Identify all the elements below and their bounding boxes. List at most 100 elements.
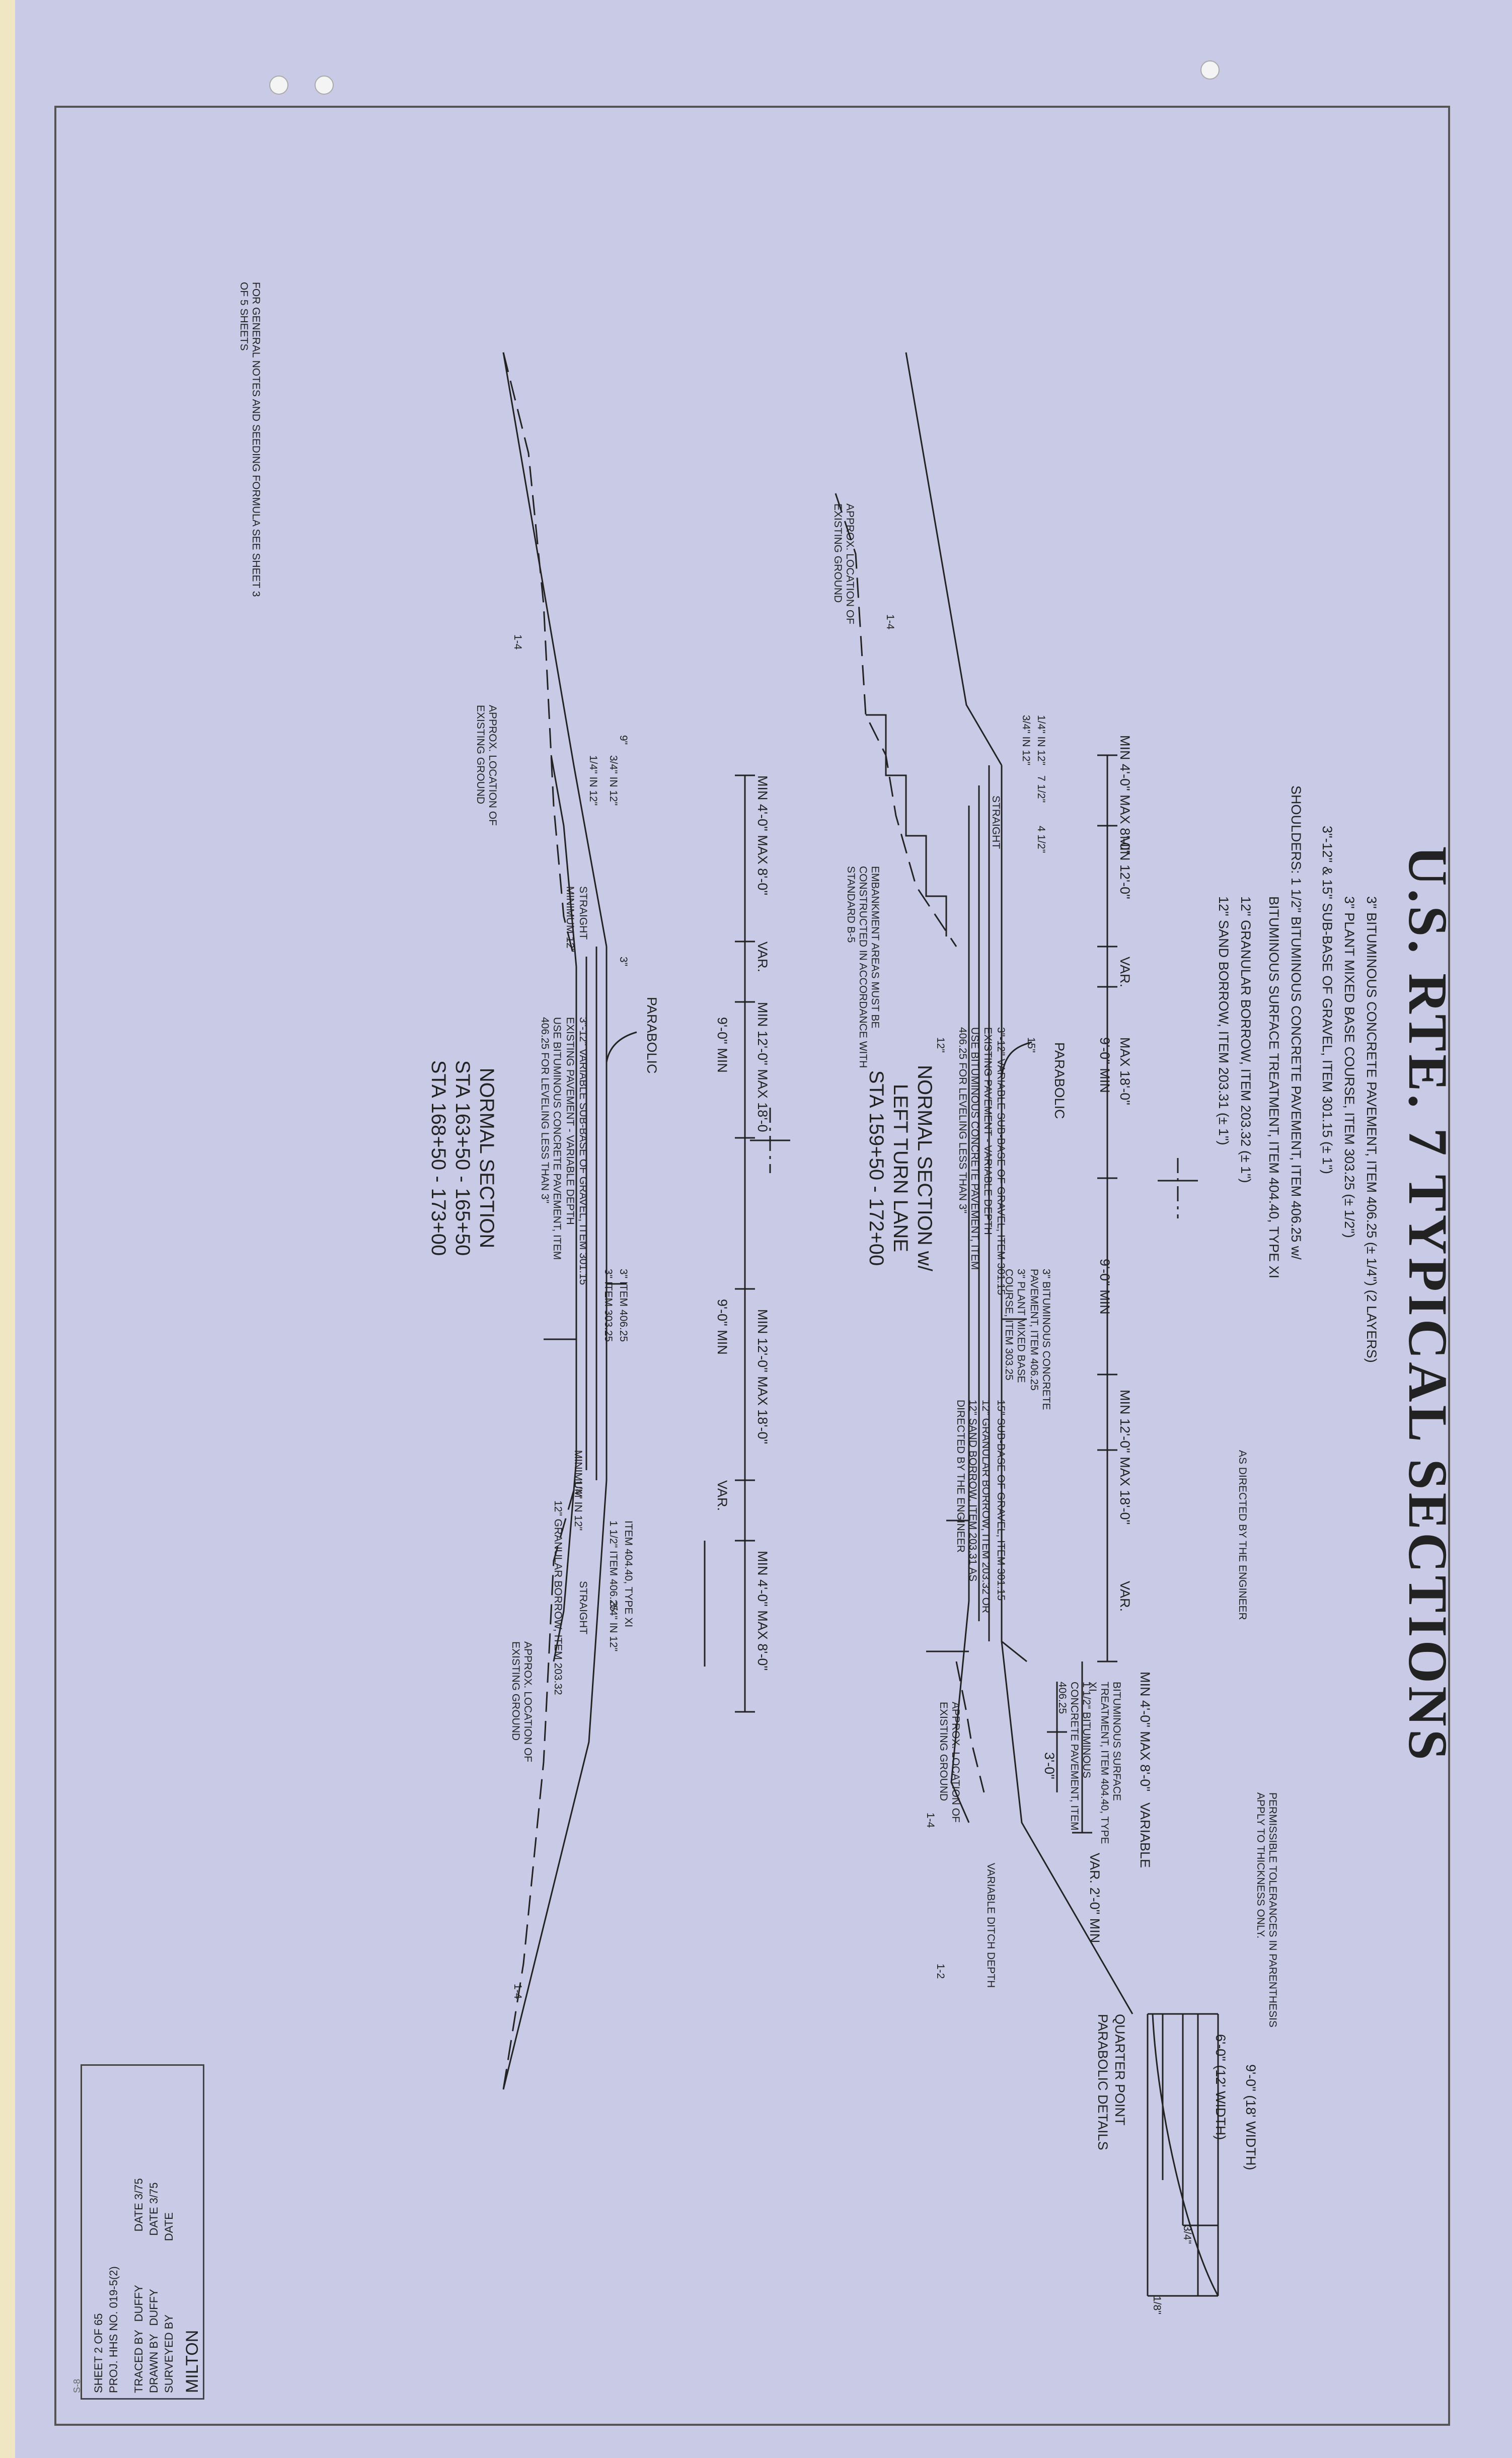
pavement-note: 3" PLANT MIXED BASE COURSE, ITEM 303.25 … [1342,896,1357,1238]
project-number: PROJ. HHS NO. 019-5(2) [107,2266,120,2393]
ditch-depth-note: VARIABLE DITCH DEPTH [985,1863,997,1988]
slope-ratio: 1-4 [884,614,896,630]
section-caption: STA 159+50 - 172+00 [865,1070,887,1266]
section-caption: NORMAL SECTION w/ [914,1065,936,1271]
parabolic-detail-linework [1147,2013,1219,2297]
thickness-note: 15" [1025,1037,1037,1053]
base-course-callout: 3" PLANT MIXED BASE COURSE, ITEM 303.25 [1003,1269,1027,1383]
dim-three-feet: 3'-0" [1042,1752,1057,1779]
pavement-note: BITUMINOUS SURFACE TREATMENT, ITEM 404.4… [1266,896,1281,1279]
detail-caption: PARABOLIC DETAILS [1095,2014,1110,2150]
dim-lane: MIN 12'-0" MAX 18'-0 [755,1002,770,1132]
dim-lane-half: 9'-0" MIN [1097,1037,1112,1093]
sub-base-note: 3"-12" VARIABLE SUB-BASE OF GRAVEL, ITEM… [577,1017,589,1285]
leveling-note: USE BITUMINOUS CONCRETE PAVEMENT, ITEM 4… [956,1027,980,1270]
existing-ground-note: APPROX. LOCATION OF EXISTING GROUND [937,1702,961,1823]
title-block: MILTON SURVEYED BY DATE DRAWN BY DUFFY D… [72,2064,204,2400]
borrow-callout: 12" GRANULAR BORROW, ITEM 203.32 [552,1500,564,1695]
tolerance-note: PERMISSIBLE TOLERANCES IN PARENTHESIS AP… [1254,1792,1278,2028]
sheet-small-number: S-8 [72,2378,82,2393]
pavement-note: 12" GRANULAR BORROW, ITEM 203.32 (± 1") [1238,896,1253,1183]
left-turn-section-linework [835,352,1198,2014]
detail-caption: QUARTER POINT [1112,2014,1127,2126]
section-caption: STA 168+50 - 173+00 [427,1060,449,1256]
existing-ground-note: APPROX. LOCATION OF EXISTING GROUND [509,1641,534,1762]
existing-pavement-note: EXISTING PAVEMENT - VARIABLE DEPTH [564,1017,576,1225]
dim-lane: MIN 12'-0" MAX 18'-0" [1117,1390,1132,1525]
base-course-callout: 3" ITEM 303.25 [602,1269,614,1342]
slope-ratio: 1-4 [925,1813,936,1828]
dim-shoulder: MIN 4'-0" MAX 8'-0" [755,1551,770,1671]
dim-lane: MIN 12'-0" [1117,836,1132,899]
existing-ground-note: APPROX. LOCATION OF EXISTING GROUND [831,503,856,624]
detail-dim: 1/8" [1151,2296,1163,2315]
parabolic-label: PARABOLIC [1052,1042,1067,1119]
punch-hole [315,76,334,95]
slope-ratio: 1-4 [512,1984,523,1999]
existing-pavement-note: EXISTING PAVEMENT - VARIABLE DEPTH [982,1027,994,1235]
slope-ratio: 1-4 [512,634,523,650]
slope-note: 3/4" IN 12" [608,755,619,806]
leveling-note: USE BITUMINOUS CONCRETE PAVEMENT, ITEM 4… [539,1017,563,1260]
normal-section-linework [502,352,790,2090]
slope-note: 3/4" IN 12" [1020,715,1032,766]
sand-borrow-callout: 12" SAND BORROW, ITEM 203.31 AS DIRECTED… [954,1400,978,1582]
drawing-title: U.S. RTE. 7 TYPICAL SECTIONS [1397,846,1459,1763]
surveyed-by: SURVEYED BY DATE [163,2212,175,2393]
dim-max: MAX 18'-0" [1117,1037,1132,1105]
slope-note: 3/4" IN 12" [608,1601,619,1652]
existing-ground-note: APPROX. LOCATION OF EXISTING GROUND [474,705,498,826]
dim-lane-half: 9'-0" MIN [715,1017,730,1073]
drawn-by: DRAWN BY DUFFY DATE 3/75 [147,2182,160,2393]
surface-treatment-callout: BITUMINOUS SURFACE TREATMENT, ITEM 404.4… [1086,1682,1122,1844]
dim-shoulder: MIN 4'-0" MAX 8'-0" [755,775,770,896]
dim-lane-half: 9'-0" MIN [715,1299,730,1355]
sheet-number: SHEET 2 OF 65 [92,2313,105,2393]
sub-base-note: 3"-12" VARIABLE SUB-BASE OF GRAVEL, ITEM… [995,1027,1007,1295]
sheet-border [54,106,1450,2426]
section-caption: NORMAL SECTION [476,1067,498,1249]
dim-shoulder: MIN 4'-0" MAX 8'-0" [1138,1672,1153,1792]
thickness-note: 4 1/2" [1035,826,1047,853]
dim-var: VAR. [1117,957,1132,988]
dim-var: VAR. [755,942,770,973]
town-name: MILTON [183,2330,202,2393]
borrow-callout: 12" GRANULAR BORROW, ITEM 203.32 OR [980,1400,992,1614]
dim-var-min: VAR. 2'-0" MIN [1087,1853,1102,1943]
minimum-note: MINIMUM [572,1450,584,1498]
shoulder-pavement-callout: 1 1/2" ITEM 406.25 [608,1521,619,1612]
thickness-note: 9" [618,735,629,745]
thickness-note: 3" [618,957,629,967]
sub-base-callout: 15" SUB-BASE OF GRAVEL, ITEM 301.15 [995,1400,1007,1601]
general-notes: FOR GENERAL NOTES AND SEEDING FORMULA SE… [238,282,262,597]
parabolic-label: PARABOLIC [644,997,659,1074]
pavement-note: 3"-12" & 15" SUB-BASE OF GRAVEL, ITEM 30… [1320,826,1335,1174]
pavement-callout: 3" BITUMINOUS CONCRETE PAVEMENT, ITEM 40… [1028,1269,1052,1410]
minimum-note: MINIMUM 12" [564,886,576,953]
pavement-note: 3" BITUMINOUS CONCRETE PAVEMENT, ITEM 40… [1364,896,1379,1363]
pavement-note: SHOULDERS: 1 1/2" BITUMINOUS CONCRETE PA… [1289,785,1304,1260]
paper-edge-strip [0,0,15,2458]
section-caption: STA 163+50 - 165+50 [451,1060,474,1256]
straight-note: STRAIGHT [577,1581,589,1635]
straight-note: STRAIGHT [990,796,1002,849]
detail-dim: 6'-0" (12' WIDTH) [1213,2034,1228,2140]
as-directed-note: AS DIRECTED BY THE ENGINEER [1237,1450,1248,1620]
punch-hole [269,76,288,95]
slope-note: 1/4" IN 12" [1035,715,1047,766]
section-caption: LEFT TURN LANE [889,1083,912,1253]
traced-by: TRACED BY DUFFY DATE 3/75 [132,2178,145,2393]
surface-treatment-callout: ITEM 404.40, TYPE XI [623,1521,634,1628]
dim-variable: VARIABLE [1138,1802,1153,1868]
straight-note: STRAIGHT [577,886,589,940]
dim-lane: MIN 12'-0" MAX 18'-0" [755,1309,770,1444]
detail-dim: 9'-0" (18' WIDTH) [1243,2064,1258,2171]
slope-ratio: 1-2 [935,1964,946,1979]
dim-var: VAR. [715,1480,730,1511]
pavement-note: 12" SAND BORROW, ITEM 203.31 (± 1") [1216,896,1231,1145]
thickness-note: 7 1/2" [1035,775,1047,803]
dim-lane-half: 9'-0" MIN [1097,1259,1112,1315]
pavement-callout: 3" ITEM 406.25 [618,1269,629,1342]
